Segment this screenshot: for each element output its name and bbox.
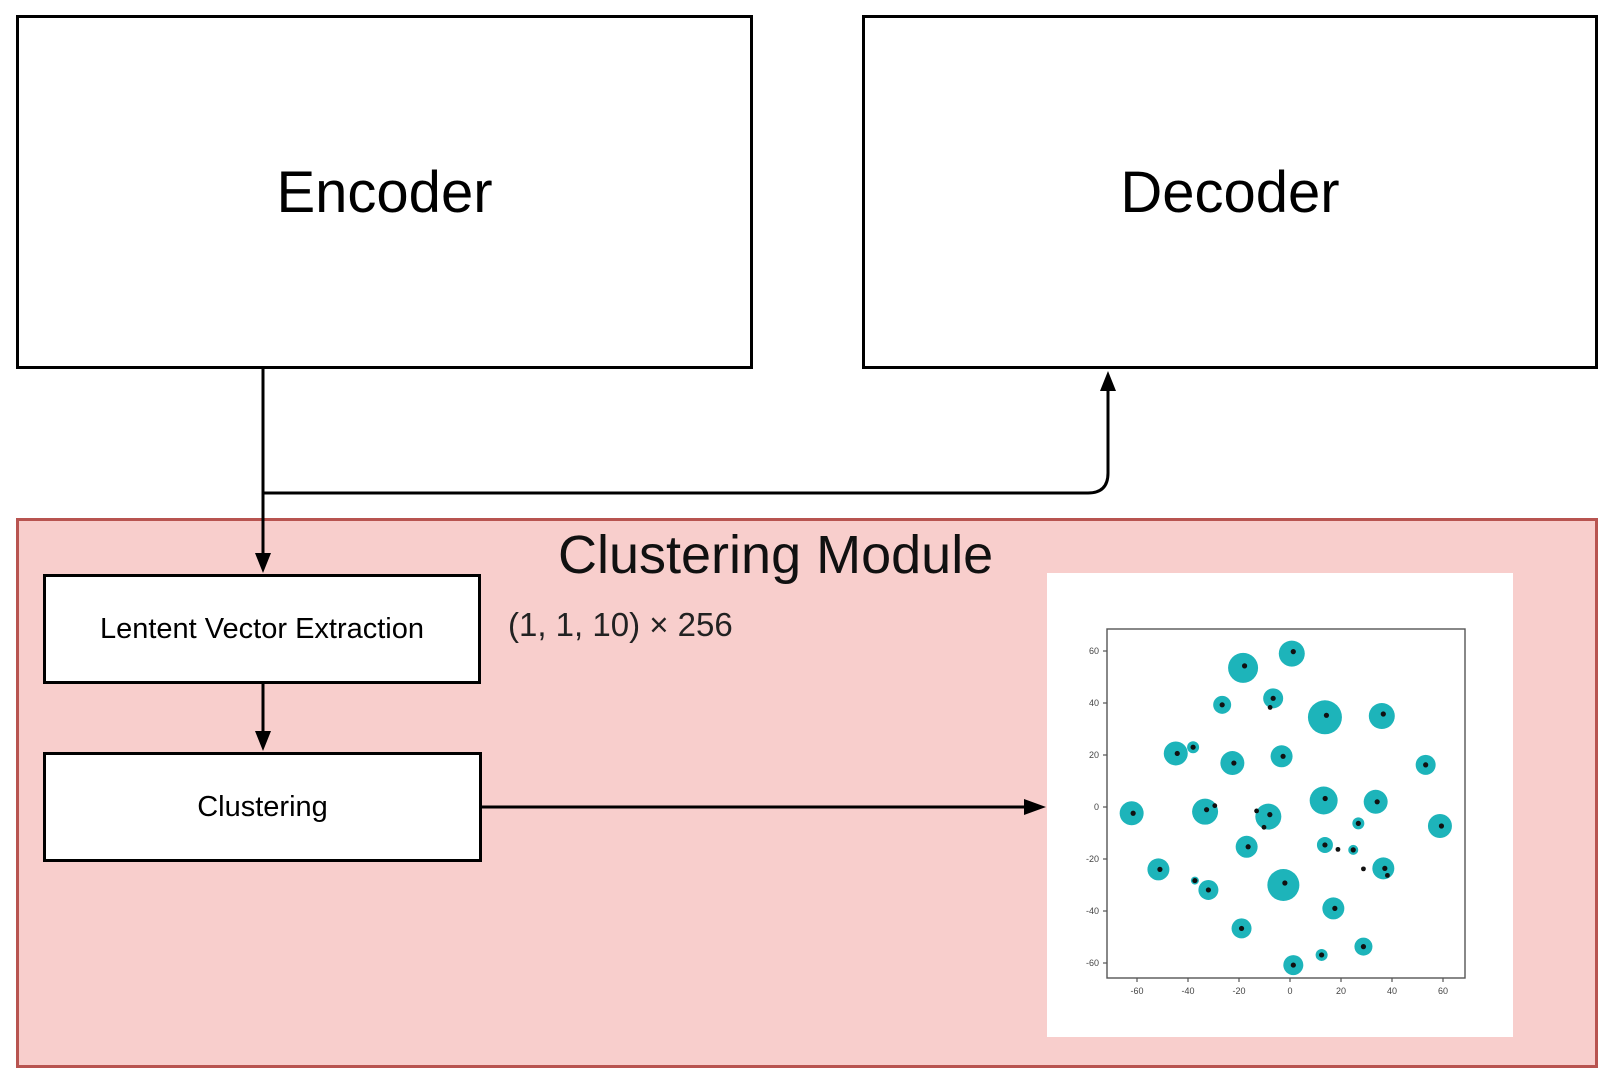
cluster-center-point (1319, 952, 1325, 958)
cluster-center-point (1332, 905, 1338, 911)
cluster-center-point (1270, 695, 1276, 701)
y-tick-label: 0 (1094, 802, 1099, 812)
cluster-center-point (1360, 944, 1367, 950)
decoder-box: Decoder (862, 15, 1598, 369)
cluster-center-point (1355, 820, 1361, 826)
x-tick-label: -20 (1232, 986, 1245, 996)
encoder-label: Encoder (276, 159, 493, 225)
cluster-center-point (1380, 711, 1386, 717)
y-tick-label: 60 (1089, 646, 1099, 656)
x-tick-label: 20 (1336, 986, 1346, 996)
cluster-center-point (1382, 865, 1388, 871)
clustering-box: Clustering (43, 752, 482, 862)
clustering-label: Clustering (197, 790, 328, 823)
scatter-point (1335, 846, 1341, 852)
arrow-latent-line-to-decoder (263, 389, 1110, 495)
y-tick-label: -60 (1086, 958, 1099, 968)
cluster-center-point (1282, 880, 1288, 886)
cluster-center-point (1238, 925, 1245, 932)
cluster-center-point (1280, 753, 1286, 759)
scatter-point (1212, 803, 1218, 809)
cluster-center-point (1267, 812, 1273, 818)
y-tick-label: 20 (1089, 750, 1099, 760)
x-tick-label: 0 (1287, 986, 1292, 996)
scatter-point (1254, 808, 1259, 814)
cluster-center-point (1322, 795, 1328, 802)
scatter-point (1361, 866, 1366, 872)
scatter-point (1267, 705, 1273, 710)
x-tick-label: -60 (1130, 986, 1143, 996)
cluster-center-point (1438, 823, 1445, 829)
latent-vector-extraction-box: Lentent Vector Extraction (43, 574, 481, 684)
cluster-center-point (1231, 760, 1237, 766)
x-tick-label: 40 (1387, 986, 1397, 996)
cluster-center-point (1203, 807, 1210, 813)
cluster-center-point (1374, 799, 1380, 805)
latent-vector-extraction-label: Lentent Vector Extraction (99, 612, 425, 645)
cluster-center-point (1245, 844, 1251, 850)
cluster-center-point (1290, 649, 1296, 655)
y-tick-label: -20 (1086, 854, 1099, 864)
cluster-center-point (1241, 663, 1248, 669)
cluster-center-point (1290, 962, 1296, 968)
cluster-center-point (1219, 702, 1225, 708)
cluster-center-point (1423, 762, 1429, 768)
scatter-point (1261, 824, 1267, 830)
x-tick-label: -40 (1181, 986, 1194, 996)
cluster-center-point (1190, 744, 1196, 750)
y-tick-label: -40 (1086, 906, 1099, 916)
y-tick-label: 40 (1089, 698, 1099, 708)
scatter-plot-panel: -60 -40 -20 0 20 40 60 60 40 20 0 -20 -40 -60 (1047, 573, 1513, 1037)
scatter-point (1385, 872, 1390, 878)
arrowhead-to-decoder (1100, 371, 1116, 391)
cluster-center-point (1323, 712, 1330, 718)
decoder-label: Decoder (1120, 159, 1340, 225)
cluster-center-point (1350, 847, 1356, 853)
cluster-center-point (1322, 842, 1328, 848)
clustering-module-title: Clustering Module (558, 525, 994, 585)
cluster-center-point (1174, 750, 1180, 757)
cluster-center-point (1192, 877, 1198, 884)
cluster-center-point (1130, 810, 1136, 816)
encoder-box: Encoder (16, 15, 753, 369)
dimension-label: (1, 1, 10) × 256 (508, 606, 733, 643)
cluster-center-point (1205, 887, 1211, 893)
tsne-scatter-plot: -60 -40 -20 0 20 40 60 60 40 20 0 -20 -40 -60 (1086, 628, 1466, 996)
x-tick-label: 60 (1438, 986, 1448, 996)
plot-frame (1106, 628, 1466, 979)
cluster-center-point (1157, 866, 1163, 872)
